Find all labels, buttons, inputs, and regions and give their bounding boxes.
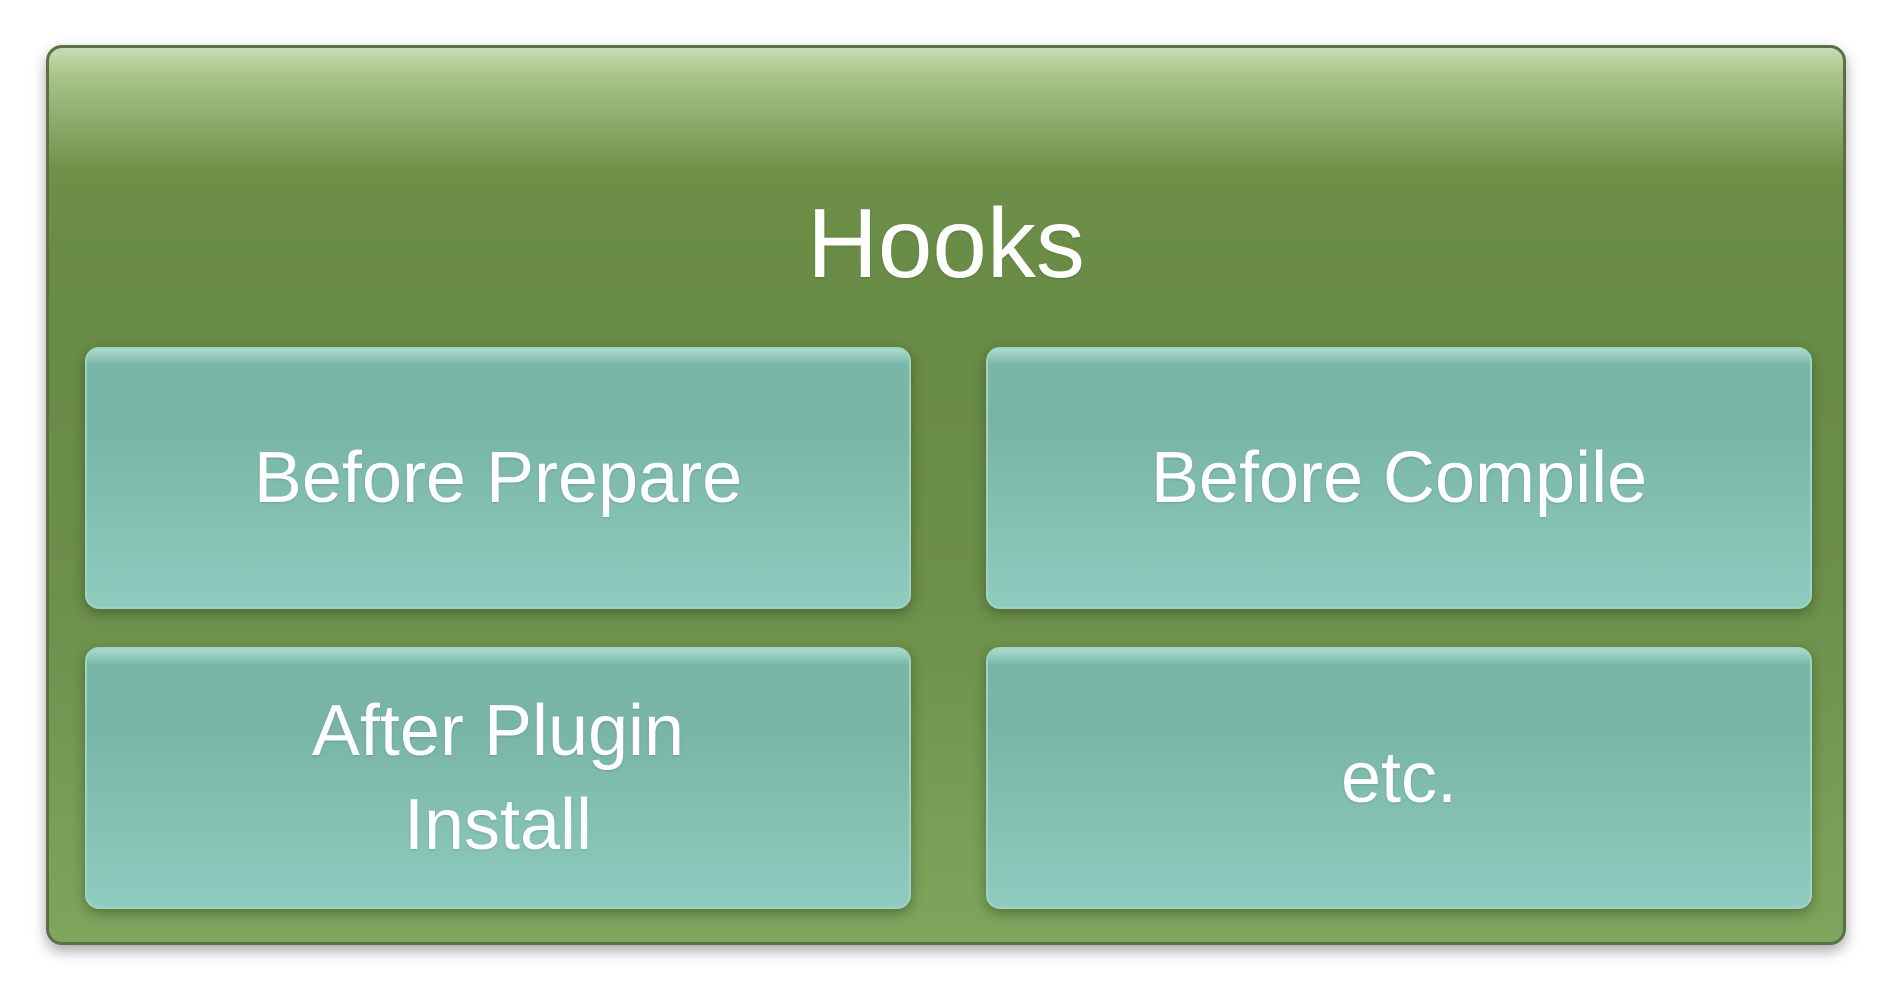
hook-box-after-plugin-install: After Plugin Install [85,647,911,909]
hook-label: etc. [1341,731,1457,825]
hook-label-line: Before Prepare [253,438,743,518]
hook-label-line: Before Compile [1150,438,1648,518]
hook-label-line: After Plugin [311,691,685,771]
hook-label: After Plugin Install [312,684,684,872]
hook-label: Before Compile [1151,431,1647,525]
hook-label-line: Install [403,785,593,865]
hook-label: Before Prepare [254,431,742,525]
diagram-title: Hooks [807,188,1085,298]
hooks-container: Hooks Before Prepare Before Compile Afte… [46,45,1846,945]
hook-box-before-prepare: Before Prepare [85,347,911,609]
hook-box-before-compile: Before Compile [986,347,1812,609]
hook-label-line: etc. [1340,738,1458,818]
hook-box-etc: etc. [986,647,1812,909]
